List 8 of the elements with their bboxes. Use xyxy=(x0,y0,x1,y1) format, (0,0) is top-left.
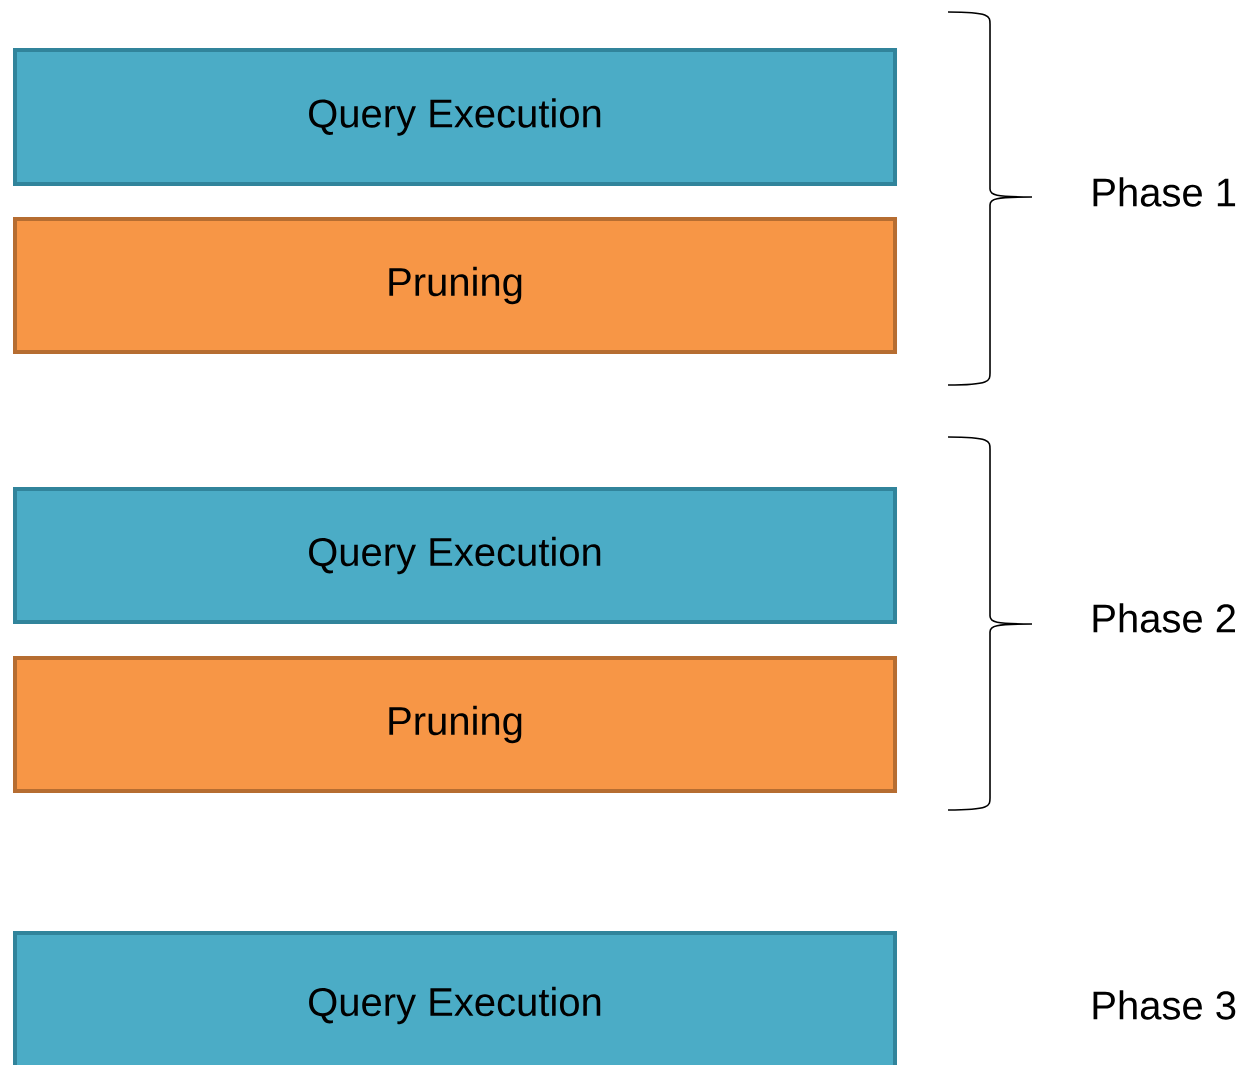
process-box: Query Execution xyxy=(13,931,897,1065)
phase-label: Phase 3 xyxy=(1093,990,1236,1020)
phase-label: Phase 1 xyxy=(1093,177,1236,207)
phase-label: Phase 2 xyxy=(1093,603,1235,633)
process-box: Query Execution xyxy=(13,48,897,186)
process-box: Pruning xyxy=(13,217,897,354)
process-box: Query Execution xyxy=(13,487,897,624)
process-box: Pruning xyxy=(13,656,897,793)
